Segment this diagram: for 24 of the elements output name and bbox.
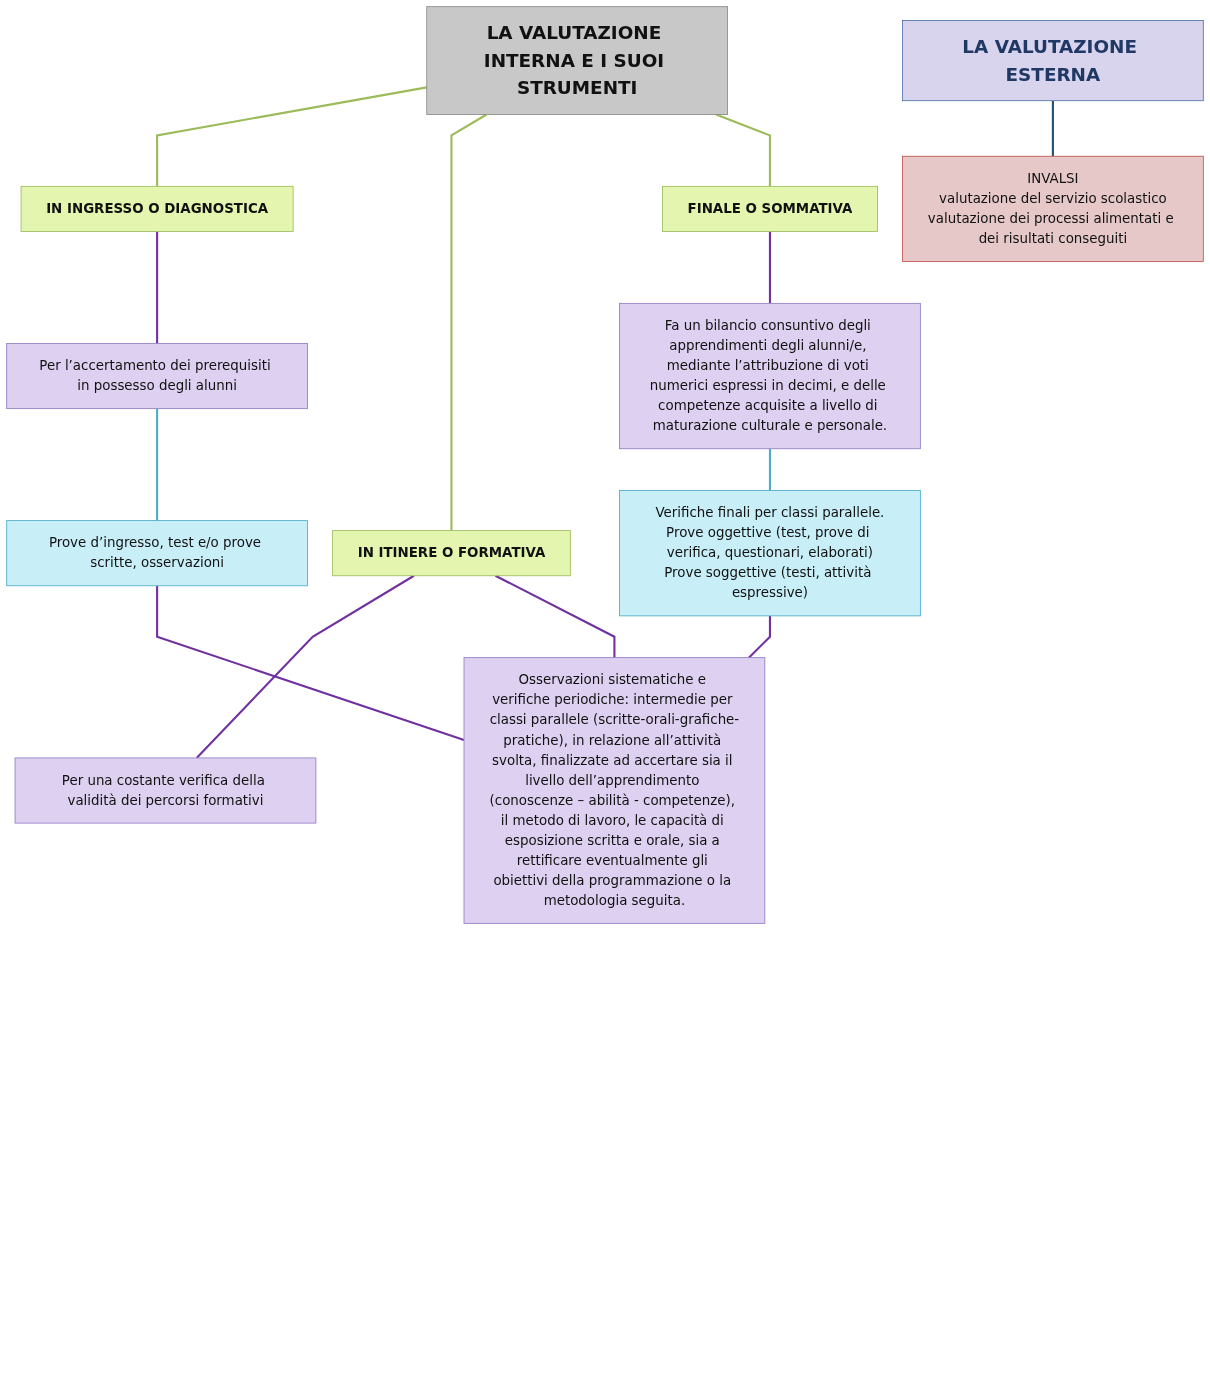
- node-box: IN INGRESSO O DIAGNOSTICA: [20, 185, 294, 232]
- connector: [156, 231, 159, 344]
- connector: [748, 615, 771, 659]
- connector: [156, 585, 465, 741]
- node-box: Per l’accertamento dei prerequisiti in possesso degli alunni: [6, 343, 308, 410]
- connector: [156, 86, 427, 187]
- connector: [156, 408, 159, 521]
- node-box: IN ITINERE O FORMATIVA: [332, 530, 571, 577]
- node-box: LA VALUTAZIONE INTERNA E I SUOI STRUMENTI: [426, 6, 728, 115]
- connector: [495, 574, 616, 658]
- node-box: Per una costante verifica della validità dei percorsi formativi: [14, 757, 317, 824]
- node-box: LA VALUTAZIONE ESTERNA: [902, 20, 1204, 102]
- node-box: Verifiche finali per classi parallele. Prove oggettive (test, prove di verifica, questionari, elaborati) Prove soggettive (testi, attività espressive): [619, 490, 921, 617]
- connector: [450, 113, 488, 531]
- node-box: Prove d’ingresso, test e/o prove scritte, osservazioni: [6, 520, 308, 587]
- connector: [768, 448, 771, 491]
- node-box: INVALSI valutazione del servizio scolastico valutazione dei processi alimentati e dei risultati conseguiti: [902, 155, 1204, 262]
- connector: [1051, 100, 1054, 157]
- connector: [715, 113, 771, 187]
- node-box: FINALE O SOMMATIVA: [662, 185, 878, 232]
- node-box: Fa un bilancio consuntivo degli apprendimenti degli alunni/e, mediante l’attribuzione di voti numerici espressi in decimi, e delle competenze acquisite a livello di maturazione culturale e personale.: [619, 302, 921, 450]
- node-box: Osservazioni sistematiche e verifiche periodiche: intermedie per classi parallele (scritte-orali-grafiche-pratiche), in relazione all’attività svolta, finalizzate ad accertare sia il livello dell’apprendimento (conoscenze – abilità - competenze), il metodo di lavoro, le capacità di esposizione scritta e orale, sia a rettificare eventualmente gli obiettivi della programmazione o la metodologia seguita.: [463, 657, 766, 924]
- connector: [195, 574, 415, 759]
- connector: [768, 231, 771, 304]
